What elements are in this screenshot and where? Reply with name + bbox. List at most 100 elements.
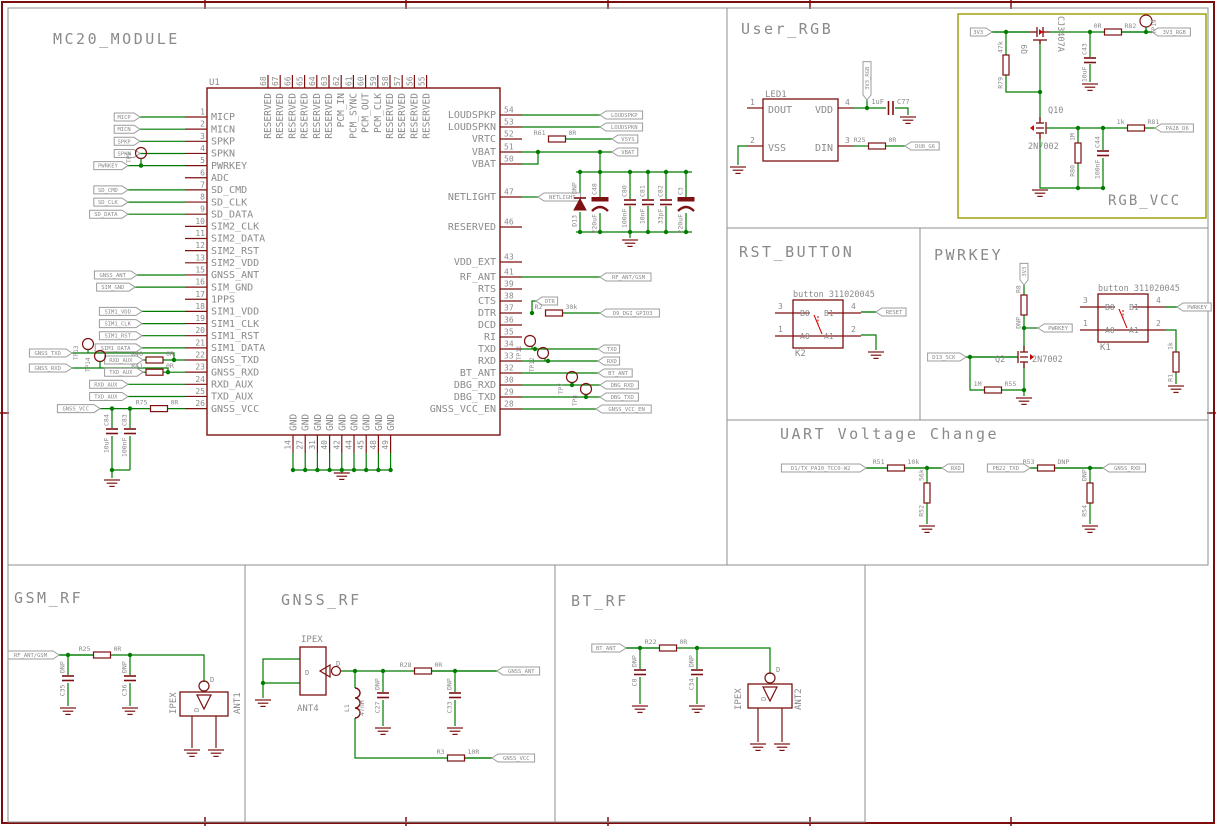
label: K1 [1100,343,1111,353]
label: A0 [1105,326,1115,335]
pin-name: SIM1_DATA [211,343,265,354]
pin-number: 50 [504,155,514,164]
label: A1 [824,332,834,341]
label: 3 [778,302,783,311]
component-C48 [591,205,609,212]
label: ANT1 [233,692,243,714]
label: 1uF [871,98,884,106]
pin-name: RESERVED [312,93,323,139]
label: K2 [795,349,806,359]
label: 100nF [121,437,129,457]
label: 220uF [591,214,599,234]
testpoint-TP12 [536,346,550,360]
label: 220uF [677,214,685,234]
pin-name: VDD_EXT [454,257,496,268]
pin-number: 12 [195,241,205,250]
junction-dot [597,229,603,235]
label: 1 [750,98,755,107]
pin-number: 45 [357,440,366,450]
label: D13 [571,215,579,227]
net-flag-label: 3V3 [1022,267,1028,277]
label: 2N7002 [1028,142,1059,152]
label: 47nH [358,700,366,716]
net-flag-GNSS_RXD [28,363,73,373]
label: C82 [657,185,665,197]
label: 1k [1167,342,1175,350]
label: A1 [1129,326,1139,335]
pin-number: 42 [332,440,341,450]
net-flag-SIM_GND [96,282,136,292]
wire [969,357,985,391]
pin-number: 62 [332,76,341,86]
pin-name: GND [313,414,324,431]
wire [1039,135,1103,189]
pin-name: GND [337,414,348,431]
section-title-user-rgb: User_RGB [741,20,834,38]
pin-number: 21 [195,338,205,347]
pin-number: 26 [195,399,205,408]
section-title-pwrkey: PWRKEY [934,246,1004,264]
label: R22 [645,638,657,646]
connector-ANT2 [747,683,793,709]
net-flag-SIM1_VDD [98,306,143,316]
pin-number: 18 [195,302,205,311]
pin-name: RESERVED [275,93,286,139]
pin-number: 64 [308,76,317,86]
pin-number: 6 [200,168,205,177]
component-R61 [547,135,567,143]
label: R2 [535,303,543,311]
label: R82 [1125,22,1137,30]
label: D [336,660,340,668]
pin-name: GNSS_ANT [211,270,259,281]
net-flag-SIM1_RST [98,331,143,341]
pin-name: 1PPS [211,294,235,305]
net-flag-label: VSYS [621,137,634,143]
component-K1 [1097,293,1149,343]
label: 47k [997,41,1005,53]
net-flag-label: TXD_AUX [94,395,118,401]
section-title-bt-rf: BT_RF [571,592,629,610]
pin-name: GND [386,414,397,431]
section-title-gnss-rf: GNSS_RF [281,591,362,609]
net-flag-label: 3V3 [973,30,983,36]
pin-name: PCM_CLK [373,93,384,133]
label: 10R [468,748,480,756]
pin-name: RESERVED [448,222,496,233]
label: R51 [873,458,885,466]
pin-number: 65 [296,76,305,86]
net-flag-GNSS_VCC [56,404,101,414]
net-flag-D1/TX_PA10_TCC0-W2 [780,463,867,473]
net-flag-BT_ANT [591,643,627,653]
net-flag-3V3 [1019,262,1029,286]
pin-number: 43 [504,253,514,262]
label: 0R [435,661,443,669]
label: C3 [677,187,685,195]
net-flag-TXD_AUX [104,367,144,377]
label: DNP [59,661,67,673]
label: 1k [1117,118,1125,126]
net-flag-RESET [875,307,907,317]
label: C48 [591,183,599,195]
net-flag-label: RXD_AUX [94,382,118,388]
wire [72,352,175,360]
label: Q9 [1020,44,1029,54]
label: 3 [845,136,850,145]
label: B1 [1129,303,1139,312]
pin-number: 38 [504,292,514,301]
label: VSS [768,143,786,154]
net-flag-label: D1/TX_PA10_TCC0-W2 [791,466,851,472]
pin-name: RESERVED [385,93,396,139]
junction-dot [165,370,171,375]
label: DNP [571,182,579,194]
pin-name: SPKP [211,137,235,148]
pin-name: SD_CLK [211,197,247,208]
label: R53 [1023,458,1035,466]
net-flag-label: SIM1_VDD [104,309,131,315]
net-flag-SPKP [113,136,141,146]
label: 2 [1156,319,1161,328]
net-flag-label: TXD_AUX [109,370,133,376]
component-R3 [446,754,466,762]
pin-number: 7 [200,180,205,189]
label: D [760,697,768,701]
label: R40 [131,350,143,358]
